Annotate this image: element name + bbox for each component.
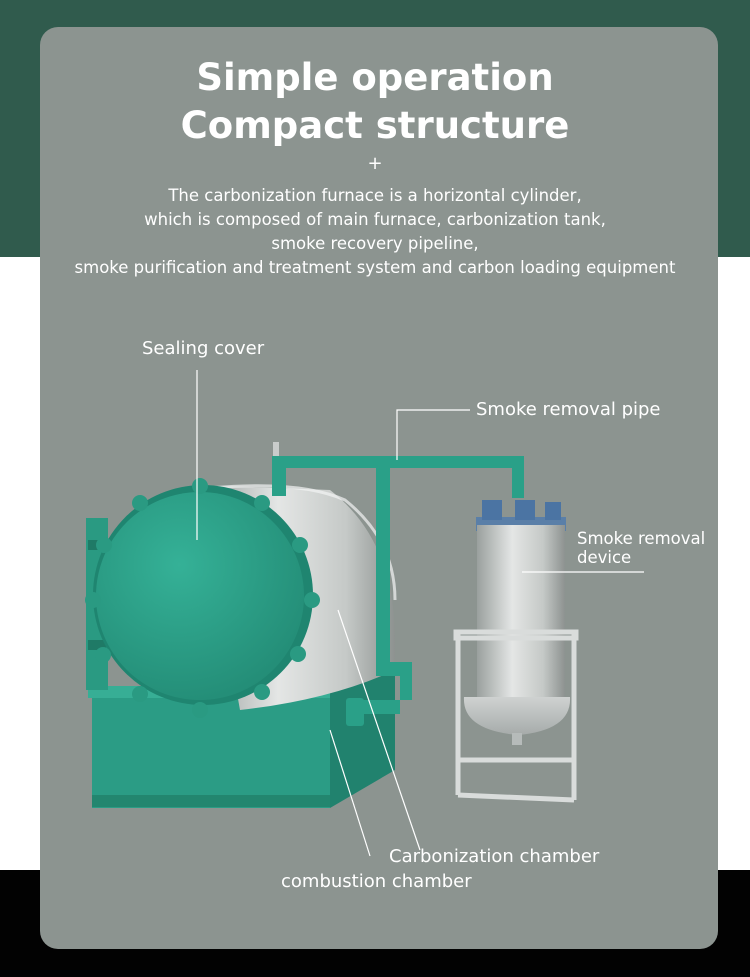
title-line-2: Compact structure: [180, 104, 570, 147]
label-smoke-removal-pipe: Smoke removal pipe: [476, 399, 661, 420]
title-line-1: Simple operation: [196, 56, 554, 99]
title-separator: +: [367, 153, 383, 174]
label-sealing-cover: Sealing cover: [142, 338, 265, 359]
label-smoke-removal-device: Smoke removal device: [577, 529, 705, 567]
label-combustion-chamber: combustion chamber: [281, 871, 472, 892]
description-line-2: which is composed of main furnace, carbo…: [144, 210, 606, 229]
description-line-3: smoke recovery pipeline,: [271, 234, 479, 253]
smoke-removal-device: [453, 500, 579, 803]
sealing-cover: [85, 478, 320, 718]
leader-lines: [196, 370, 644, 857]
smoke-pipe: [272, 456, 524, 726]
label-smoke-removal-device-line-2: device: [577, 548, 632, 567]
label-carbonization-chamber: Carbonization chamber: [389, 846, 600, 867]
description-line-4: smoke purification and treatment system …: [74, 258, 676, 277]
description-text: The carbonization furnace is a horizonta…: [0, 184, 750, 280]
description-line-1: The carbonization furnace is a horizonta…: [168, 186, 582, 205]
label-smoke-removal-device-line-1: Smoke removal: [577, 529, 706, 548]
